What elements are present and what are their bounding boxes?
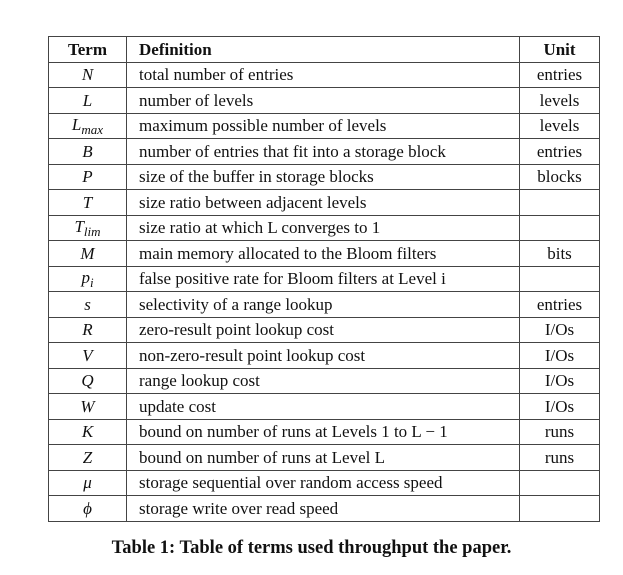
term-cell: T [48, 189, 127, 216]
term-cell: B [48, 138, 127, 165]
unit-cell: levels [519, 87, 600, 114]
definition-cell: false positive rate for Bloom filters at… [126, 265, 520, 292]
term-cell: ϕ [48, 495, 127, 522]
term-symbol: L [82, 90, 93, 110]
unit-cell: runs [519, 418, 600, 445]
unit-cell: I/Os [519, 316, 600, 343]
definition-cell: bound on number of runs at Level L [126, 444, 520, 471]
unit-cell: I/Os [519, 393, 600, 420]
definition-cell: storage sequential over random access sp… [126, 469, 520, 496]
table-row: μ storage sequential over random access s… [48, 469, 600, 496]
term-subscript: max [81, 121, 104, 137]
definition-cell: size ratio at which L converges to 1 [126, 214, 520, 241]
term-symbol: K [81, 422, 94, 442]
header-term: Term [48, 36, 127, 63]
definition-cell: selectivity of a range lookup [126, 291, 520, 318]
term-cell: s [48, 291, 127, 318]
term-subscript: i [89, 274, 94, 290]
term-symbol: P [82, 167, 93, 187]
term-symbol: T [82, 192, 93, 212]
term-cell: R [48, 316, 127, 343]
term-cell: Tlim [48, 214, 127, 241]
term-symbol: T [74, 216, 84, 236]
term-cell: M [48, 240, 127, 267]
term-symbol: L [71, 114, 82, 134]
definition-cell: size of the buffer in storage blocks [126, 163, 520, 190]
definition-cell: range lookup cost [126, 367, 520, 394]
header-unit: Unit [519, 36, 600, 63]
definition-cell: size ratio between adjacent levels [126, 189, 520, 216]
unit-cell [519, 189, 600, 216]
unit-cell [519, 214, 600, 241]
term-symbol: W [80, 396, 95, 416]
unit-cell [519, 265, 600, 292]
unit-cell: entries [519, 291, 600, 318]
unit-cell: I/Os [519, 367, 600, 394]
term-subscript: lim [83, 223, 101, 239]
term-cell: pi [48, 265, 127, 292]
term-symbol: ϕ [83, 498, 92, 518]
term-symbol: Q [81, 371, 94, 391]
definition-cell: bound on number of runs at Levels 1 to L… [126, 418, 520, 445]
unit-cell: blocks [519, 163, 600, 190]
term-cell: Z [48, 444, 127, 471]
definition-cell: total number of entries [126, 61, 520, 88]
term-symbol: p [81, 267, 90, 287]
term-symbol: B [82, 141, 93, 161]
definition-cell: storage write over read speed [126, 495, 520, 522]
term-cell: Lmax [48, 112, 127, 139]
unit-cell: entries [519, 61, 600, 88]
unit-cell [519, 469, 600, 496]
definition-cell: zero-result point lookup cost [126, 316, 520, 343]
table-caption: Table 1: Table of terms used throughput … [111, 538, 512, 558]
definition-cell: number of levels [126, 87, 520, 114]
term-cell: L [48, 87, 127, 114]
term-symbol: V [82, 345, 93, 365]
term-cell: K [48, 418, 127, 445]
definition-cell: maximum possible number of levels [126, 112, 520, 139]
definition-cell: update cost [126, 393, 520, 420]
definition-cell: non-zero-result point lookup cost [126, 342, 520, 369]
unit-cell: levels [519, 112, 600, 139]
term-symbol: R [82, 320, 93, 340]
unit-cell: bits [519, 240, 600, 267]
definition-cell: main memory allocated to the Bloom filte… [126, 240, 520, 267]
term-cell: P [48, 163, 127, 190]
unit-cell: runs [519, 444, 600, 471]
unit-cell: entries [519, 138, 600, 165]
definition-cell: number of entries that fit into a storag… [126, 138, 520, 165]
term-symbol: μ [83, 473, 92, 493]
term-symbol: s [84, 294, 91, 314]
header-row: Term Definition Unit [48, 36, 600, 63]
term-cell: μ [48, 469, 127, 496]
unit-cell [519, 495, 600, 522]
header-definition: Definition [126, 36, 520, 63]
term-symbol: N [81, 65, 94, 85]
term-cell: W [48, 393, 127, 420]
term-symbol: Z [82, 447, 93, 467]
term-symbol: M [80, 243, 95, 263]
unit-cell: I/Os [519, 342, 600, 369]
term-cell: Q [48, 367, 127, 394]
term-cell: N [48, 61, 127, 88]
table-row: ϕ storage write over read speed [48, 495, 600, 522]
term-cell: V [48, 342, 127, 369]
